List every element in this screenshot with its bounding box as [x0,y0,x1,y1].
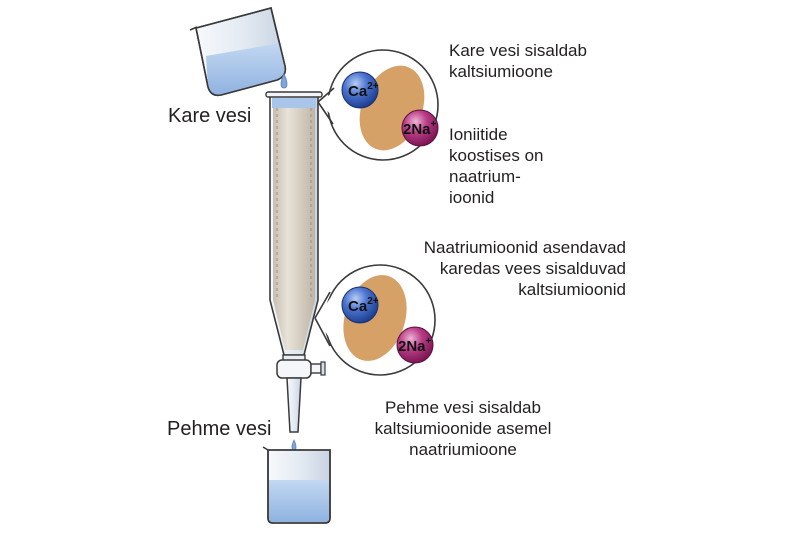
svg-text:2Na+: 2Na+ [398,336,432,355]
annotation-soft-water-sodium: Pehme vesi sisaldab kaltsiumioonide asem… [357,397,569,460]
receiving-beaker [262,446,331,524]
pouring-beaker [189,7,287,97]
annotation-line: koostises on [449,146,544,165]
calcium-ion-bottom: Ca2+ [341,286,379,324]
annotation-line: karedas vees sisalduvad [439,259,626,278]
annotation-line: ioonid [449,188,495,207]
magnifier-bottom: Ca2+ 2Na+ [314,264,436,376]
svg-text:2Na+: 2Na+ [403,119,437,138]
annotation-line: Pehme vesi sisaldab [385,398,541,417]
ion-exchange-column [265,91,326,433]
soft-water-label: Pehme vesi [167,418,272,440]
annotation-line: Ioniitide [449,125,508,144]
annotation-ion-exchange: Naatriumioonid asendavad karedas vees si… [424,237,626,300]
annotation-line: kaltsiumioone [449,62,553,81]
magnifier-top: Ca2+ 2Na+ [317,49,439,161]
annotation-line: kaltsiumioonide asemel [374,419,552,438]
annotation-line: kaltsiumioonid [518,280,626,299]
svg-text:Ca2+: Ca2+ [348,296,379,315]
annotation-line: naatriumioone [409,440,517,459]
sodium-ion-bottom: 2Na+ [396,326,434,364]
sodium-ion-top: 2Na+ [401,109,439,147]
annotation-hard-water-calcium: Kare vesi sisaldab kaltsiumioone [449,40,587,82]
hard-water-label: Kare vesi [168,105,252,127]
calcium-ion-top: Ca2+ [341,71,379,109]
annotation-line: naatrium- [449,167,521,186]
svg-text:Ca2+: Ca2+ [348,81,379,100]
annotation-resin-sodium: Ioniitide koostises on naatrium- ioonid [449,124,544,208]
annotation-line: Kare vesi sisaldab [449,41,587,60]
annotation-line: Naatriumioonid asendavad [423,238,626,257]
